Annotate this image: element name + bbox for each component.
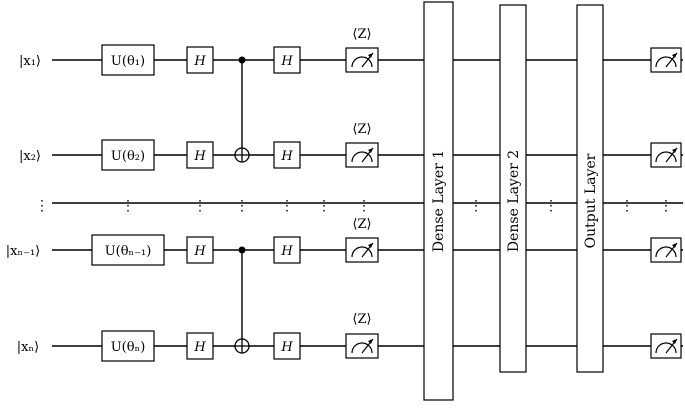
hadamard-label: H [193, 244, 206, 259]
cnot-gate-top [234, 56, 250, 163]
hadamard-gate-out-n: H [273, 332, 301, 360]
measurement-meter-icon [345, 237, 379, 263]
hadamard-gate-out-1: H [273, 46, 301, 74]
unitary-gate-n: U(θₙ) [101, 330, 155, 362]
ellipsis-dots: ⋮ [35, 198, 49, 214]
unitary-gate-2: U(θ₂) [101, 139, 155, 171]
dense-layer-2: Dense Layer 2 [499, 4, 527, 373]
cnot-target-oplus [234, 147, 250, 163]
unitary-gate-1-label: U(θ₁) [111, 54, 145, 69]
hadamard-label: H [280, 340, 293, 355]
output-layer-label: Output Layer [583, 153, 599, 248]
hadamard-label: H [280, 149, 293, 164]
measurement-meter-icon [345, 142, 379, 168]
ellipsis-dots: ⋮ [235, 198, 249, 214]
measurement-meter-icon [650, 333, 682, 359]
ket-x2: |x₂⟩ [19, 149, 41, 164]
ellipsis-dots: ⋮ [469, 198, 483, 214]
ellipsis-dots: ⋮ [544, 198, 558, 214]
unitary-gate-n-1: U(θₙ₋₁) [91, 234, 165, 266]
expectation-label-1: ⟨Z⟩ [352, 27, 371, 42]
measurement-meter-icon [345, 333, 379, 359]
dense-layer-2-label: Dense Layer 2 [506, 150, 522, 252]
hadamard-gate-in-n: H [186, 332, 214, 360]
ket-xn: |xₙ⟩ [17, 340, 39, 355]
dense-layer-1-label: Dense Layer 1 [431, 150, 447, 252]
hadamard-gate-in-n-1: H [186, 236, 214, 264]
ket-xn-1: |xₙ₋₁⟩ [6, 244, 40, 259]
cnot-gate-bottom [234, 246, 250, 354]
cnot-control-dot [238, 56, 246, 64]
unitary-gate-n-1-label: U(θₙ₋₁) [105, 244, 152, 259]
ellipsis-dots: ⋮ [193, 198, 207, 214]
ellipsis-dots: ⋮ [317, 198, 331, 214]
ellipsis-dots: ⋮ [659, 198, 673, 214]
ellipsis-dots: ⋮ [280, 198, 294, 214]
ellipsis-row: ⋮ ⋮ ⋮ ⋮ ⋮ ⋮ ⋮ ⋮ ⋮ ⋮ ⋮ [35, 198, 673, 214]
output-layer: Output Layer [576, 4, 604, 373]
hadamard-label: H [193, 149, 206, 164]
hadamard-label: H [280, 54, 293, 69]
unitary-gate-2-label: U(θ₂) [111, 149, 145, 164]
cnot-control-dot [238, 246, 246, 254]
expectation-label-n: ⟨Z⟩ [352, 312, 371, 327]
hadamard-gate-in-1: H [186, 46, 214, 74]
measurement-meter-icon [650, 47, 682, 73]
hadamard-gate-out-n-1: H [273, 236, 301, 264]
ket-x1: |x₁⟩ [19, 54, 41, 69]
hadamard-label: H [193, 54, 206, 69]
expectation-label-2: ⟨Z⟩ [352, 122, 371, 137]
hadamard-label: H [280, 244, 293, 259]
hadamard-gate-out-2: H [273, 141, 301, 169]
dense-layer-1: Dense Layer 1 [423, 1, 454, 401]
measurement-meter-icon [650, 237, 682, 263]
cnot-target-oplus [234, 338, 250, 354]
measurement-meter-icon [345, 47, 379, 73]
unitary-gate-1: U(θ₁) [101, 44, 155, 76]
ellipsis-dots: ⋮ [121, 198, 135, 214]
measurement-meter-icon [650, 142, 682, 168]
hadamard-gate-in-2: H [186, 141, 214, 169]
expectation-label-n-1: ⟨Z⟩ [352, 217, 371, 232]
ellipsis-dots: ⋮ [620, 198, 634, 214]
ellipsis-dots: ⋮ [357, 198, 371, 214]
hadamard-label: H [193, 340, 206, 355]
unitary-gate-n-label: U(θₙ) [111, 340, 146, 355]
